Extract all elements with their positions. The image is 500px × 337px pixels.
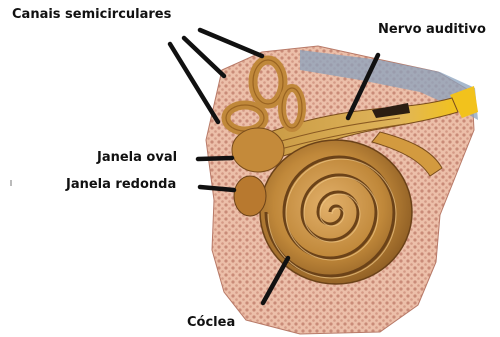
- round-window: [234, 176, 266, 216]
- label-cochlea: Cóclea: [187, 316, 235, 329]
- cochlea: [260, 140, 412, 284]
- vestibule: [232, 128, 284, 172]
- label-auditory-nerve: Nervo auditivo: [378, 23, 486, 36]
- pointer-janela-redonda: [200, 187, 234, 190]
- pointer-janela-oval: [198, 158, 232, 159]
- label-oval-window: Janela oval: [97, 151, 177, 164]
- label-semicircular-canals: Canais semicirculares: [12, 8, 171, 21]
- pointer-canais-2: [184, 38, 224, 76]
- pointer-canais-3: [200, 30, 262, 56]
- label-round-window: Janela redonda: [66, 178, 176, 191]
- pointer-canais-1: [170, 44, 218, 122]
